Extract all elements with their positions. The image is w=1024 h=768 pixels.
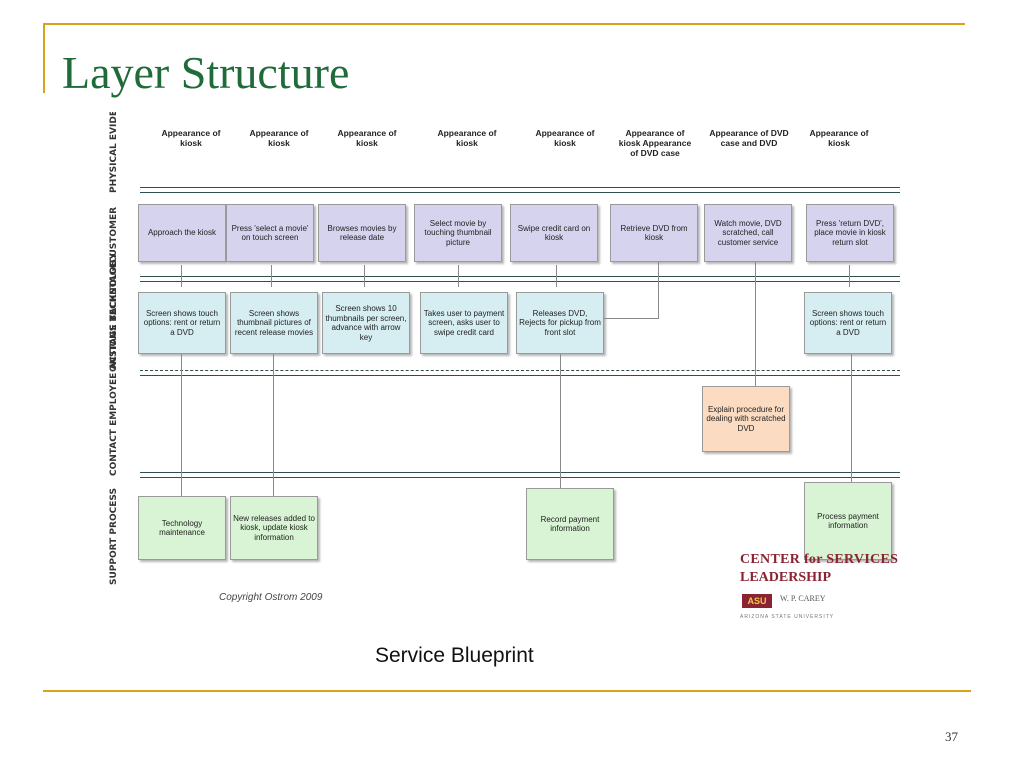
evidence-6: Appearance of kiosk Appearance of DVD ca… [618,128,692,158]
support-action-4: Process payment information [804,482,892,560]
customer-action-1: Approach the kiosk [138,204,226,262]
arrow-link-2 [271,265,272,287]
customer-action-6: Retrieve DVD from kiosk [610,204,698,262]
support-action-2: New releases added to kiosk, update kios… [230,496,318,560]
service-blueprint-figure: PHYSICAL EVIDENCE CUSTOMER ONSTAGE TECHN… [100,112,900,624]
evidence-1: Appearance of kiosk [161,128,221,148]
evidence-5: Appearance of kiosk [535,128,595,148]
left-rule [43,23,45,93]
divider-internal-interaction [140,472,900,478]
arrow-link-1 [181,265,182,287]
logo-line-2: LEADERSHIP [740,570,832,585]
figure-caption: Service Blueprint [375,644,534,667]
logo-school-name: W. P. CAREY [780,594,826,603]
onstage-action-1: Screen shows touch options: rent or retu… [138,292,226,354]
connector-support-4 [851,354,852,482]
connector-watch-movie [755,262,756,386]
divider-line-of-visibility [140,370,900,376]
copyright-note: Copyright Ostrom 2009 [219,592,323,603]
customer-action-5: Swipe credit card on kiosk [510,204,598,262]
connector-release-dvd [604,318,659,319]
top-rule [43,23,965,25]
customer-action-8: Press 'return DVD', place movie in kiosk… [806,204,894,262]
logo-line-1: CENTER for SERVICES [740,552,899,567]
onstage-action-5: Releases DVD, Rejects for pickup from fr… [516,292,604,354]
evidence-4: Appearance of kiosk [437,128,497,148]
evidence-7: Appearance of DVD case and DVD [709,128,789,148]
lane-label-backstage: CONTACT EMPLOYEE ACTIONS BACKSTAGE [109,261,119,476]
bottom-rule [43,690,971,692]
connector-support-2 [273,354,274,496]
lane-label-support-process: SUPPORT PROCESS [109,488,119,585]
divider-line-of-interaction-2 [140,276,900,282]
lane-label-physical-evidence: PHYSICAL EVIDENCE [109,112,119,193]
connector-retrieve-dvd [658,262,659,318]
evidence-2: Appearance of kiosk [249,128,309,148]
customer-action-4: Select movie by touching thumbnail pictu… [414,204,502,262]
asu-logo-mark: ASU [742,594,772,608]
customer-action-7: Watch movie, DVD scratched, call custome… [704,204,792,262]
support-action-3: Record payment information [526,488,614,560]
customer-action-3: Browses movies by release date [318,204,406,262]
onstage-action-6: Screen shows touch options: rent or retu… [804,292,892,354]
onstage-action-4: Takes user to payment screen, asks user … [420,292,508,354]
evidence-3: Appearance of kiosk [337,128,397,148]
arrow-link-5 [556,265,557,287]
arrow-link-3 [364,265,365,287]
onstage-action-2: Screen shows thumbnail pictures of recen… [230,292,318,354]
page-number: 37 [945,729,958,744]
customer-action-2: Press 'select a movie' on touch screen [226,204,314,262]
logo-university-name: ARIZONA STATE UNIVERSITY [740,614,835,620]
backstage-action-1: Explain procedure for dealing with scrat… [702,386,790,452]
page-title: Layer Structure [62,47,350,98]
arrow-link-6 [849,265,850,287]
connector-support-1 [181,354,182,496]
evidence-8: Appearance of kiosk [809,128,869,148]
connector-support-3 [560,354,561,488]
center-for-services-leadership-logo: CENTER for SERVICES LEADERSHIP ASU W. P.… [740,552,900,622]
onstage-action-3: Screen shows 10 thumbnails per screen, a… [322,292,410,354]
support-action-1: Technology maintenance [138,496,226,560]
divider-line-of-interaction [140,187,900,193]
arrow-link-4 [458,265,459,287]
